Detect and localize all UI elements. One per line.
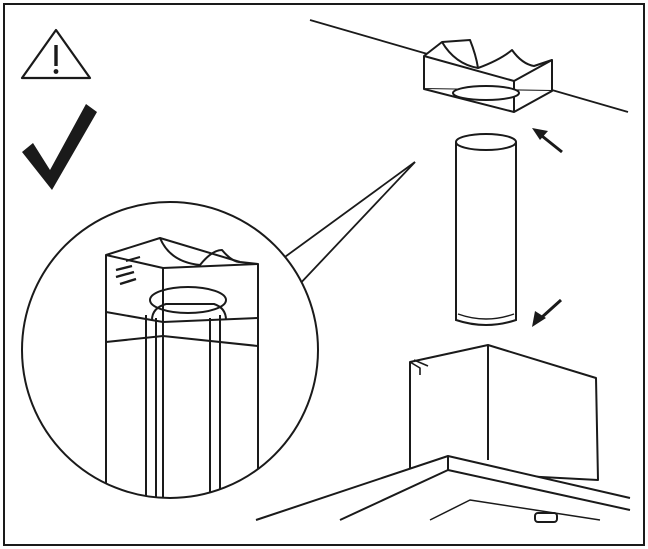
arrow-icon [532, 128, 563, 154]
hood-canopy [255, 455, 631, 523]
checkmark-icon [22, 104, 97, 190]
magnifier-circle [21, 201, 319, 499]
callout-pointer [277, 161, 416, 289]
arrow-icon [532, 298, 563, 327]
hood-chimney [409, 344, 599, 481]
warning-triangle-icon [20, 28, 92, 80]
ceiling-bracket [423, 39, 553, 113]
duct-pipe [455, 133, 517, 326]
